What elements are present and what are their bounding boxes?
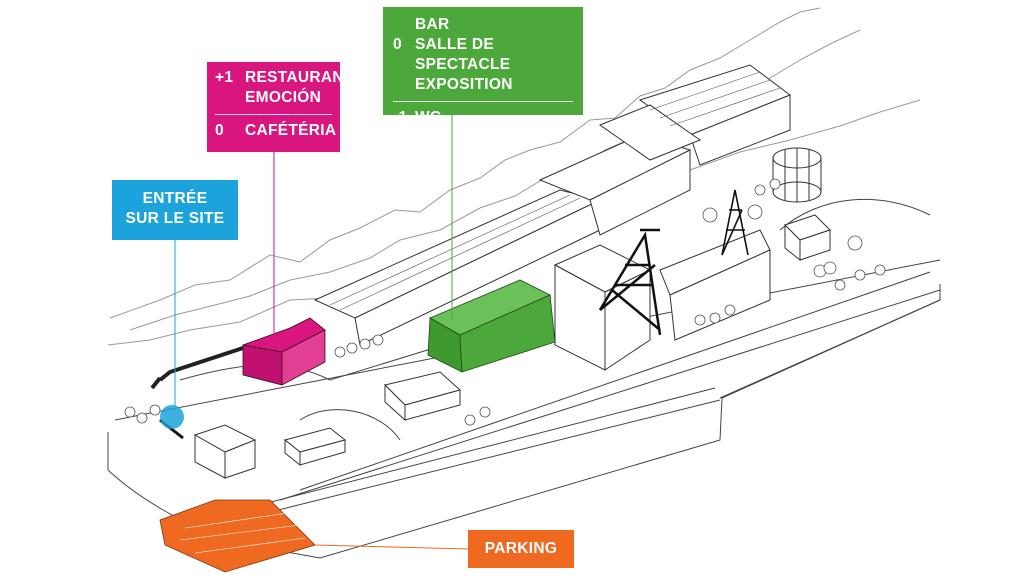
label-line: EXPOSITION [415,76,513,93]
label-line: SUR LE SITE [125,210,225,227]
divider [393,101,573,102]
circle-marker-icon[interactable] [160,405,184,429]
wc-label: WC [415,109,442,126]
entree-label: ENTRÉE SUR LE SITE [112,180,238,240]
restaurant-building [241,317,326,386]
parking-text: PARKING [484,540,558,557]
divider [215,114,332,115]
label-line: SALLE DE SPECTACLE [415,36,511,73]
level-0: 0 [393,36,402,53]
bar-exposition-building [427,279,556,373]
round-structure [772,147,822,203]
roof-details [329,71,781,311]
label-line: ENTRÉE [142,190,208,207]
level-plus-1: +1 [215,69,234,86]
label-line: RESTAURANT [245,69,354,86]
level-0: 0 [215,122,224,139]
terrain-lines [107,198,941,559]
leader-lines [174,115,469,550]
label-line: BAR [415,16,450,33]
mine-headframe-icon [598,228,662,336]
cafeteria-label: CAFÉTÉRIA [245,122,337,139]
trees [124,178,886,426]
second-headframe-icon [721,189,749,256]
restaurant-label: +1 RESTAURANT EMOCIÓN 0 CAFÉTÉRIA [207,62,353,152]
label-line: EMOCIÓN [245,89,322,106]
bar-exposition-label: 0 BAR SALLE DE SPECTACLE EXPOSITION -1 W… [383,7,583,126]
parking-area [159,499,316,573]
parking-label: PARKING [468,530,574,568]
level-minus-1: -1 [393,109,408,126]
